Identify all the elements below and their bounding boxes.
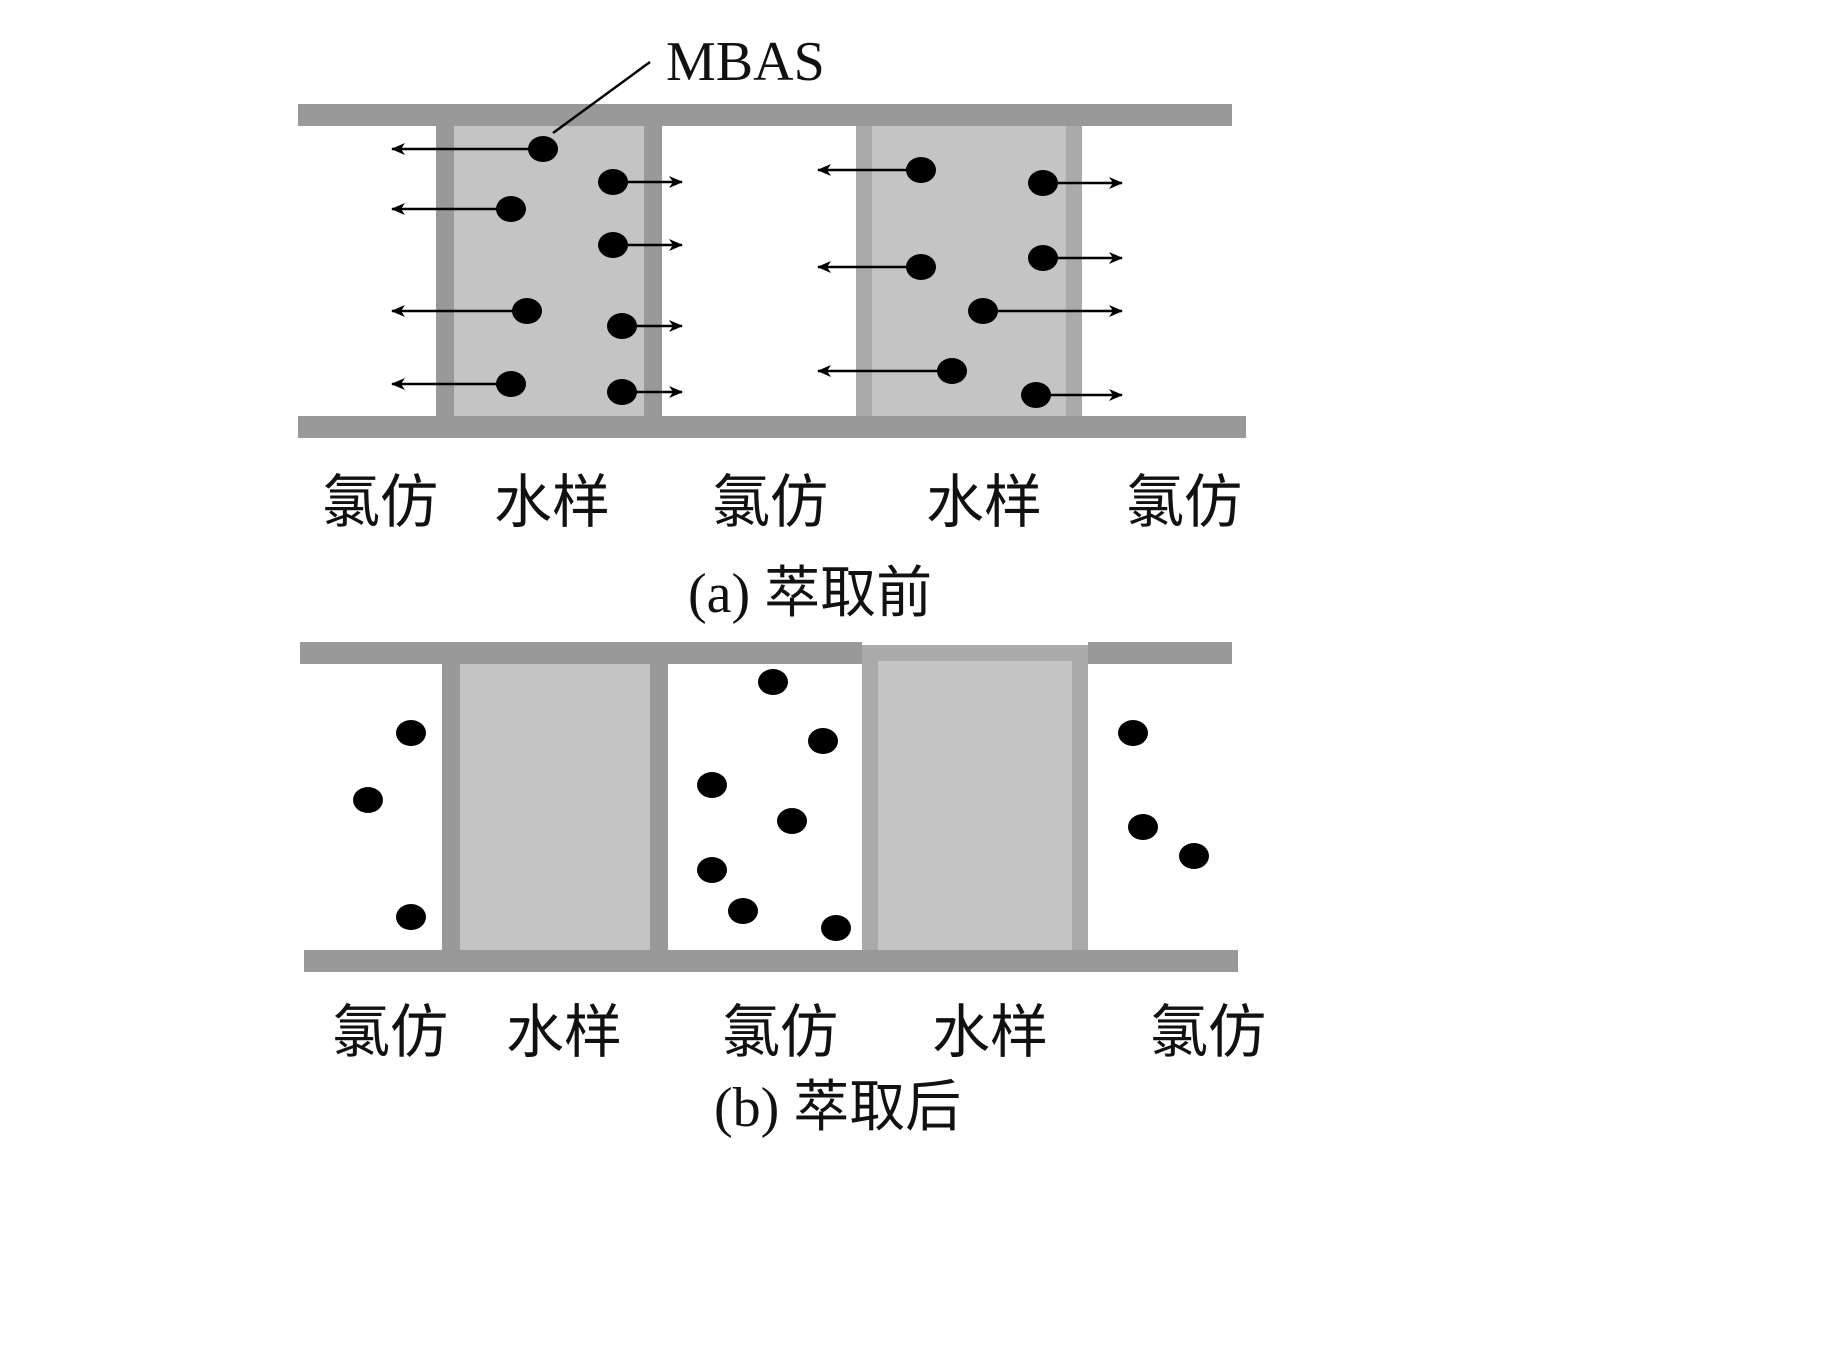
water-sample-region xyxy=(442,662,668,952)
funnel-wall xyxy=(436,125,454,417)
funnel-wall xyxy=(1066,125,1082,417)
funnel-top-wall xyxy=(1088,642,1232,664)
funnel-top-wall xyxy=(298,104,1232,126)
phase-labels-b: 氯仿 水样 氯仿 水样 氯仿 xyxy=(332,998,1266,1066)
panel-b-caption: (b) 萃取后 xyxy=(714,1077,961,1139)
phase-label: 氯仿 xyxy=(722,998,838,1066)
funnel-wall xyxy=(856,125,872,417)
migration-arrows xyxy=(391,143,1123,401)
phase-label: 水样 xyxy=(506,998,622,1066)
funnel-wall xyxy=(862,645,1088,661)
phase-label: 氯仿 xyxy=(1150,998,1266,1066)
funnel-bottom-wall xyxy=(298,416,1246,438)
phase-label: 水样 xyxy=(494,468,610,536)
funnel-bottom-wall xyxy=(304,950,1238,972)
funnel-wall xyxy=(862,645,878,952)
phase-label: 水样 xyxy=(932,998,1048,1066)
phase-label: 氯仿 xyxy=(332,998,448,1066)
funnel-wall xyxy=(650,662,668,952)
phase-label: 水样 xyxy=(926,468,1042,536)
panel-a-caption: (a) 萃取前 xyxy=(688,563,932,625)
panel-b: 氯仿 水样 氯仿 水样 氯仿 (b) 萃取后 xyxy=(300,642,1266,1139)
funnel-wall xyxy=(1072,645,1088,952)
phase-label: 氯仿 xyxy=(712,468,828,536)
mbas-leader-line xyxy=(552,60,651,135)
phase-label: 氯仿 xyxy=(1126,468,1242,536)
funnel-wall xyxy=(644,125,662,417)
mbas-particles xyxy=(496,136,1058,408)
mbas-particles xyxy=(353,669,1209,941)
phase-labels-a: 氯仿 水样 氯仿 水样 氯仿 xyxy=(322,468,1242,536)
panel-a: MBAS 氯仿 水样 氯仿 水样 氯仿 (a) 萃取前 xyxy=(298,31,1246,625)
mbas-label: MBAS xyxy=(666,31,825,93)
water-sample-region xyxy=(436,125,662,417)
funnel-wall xyxy=(442,662,460,952)
phase-label: 氯仿 xyxy=(322,468,438,536)
funnel-top-wall xyxy=(300,642,862,664)
water-sample-region xyxy=(862,645,1088,952)
